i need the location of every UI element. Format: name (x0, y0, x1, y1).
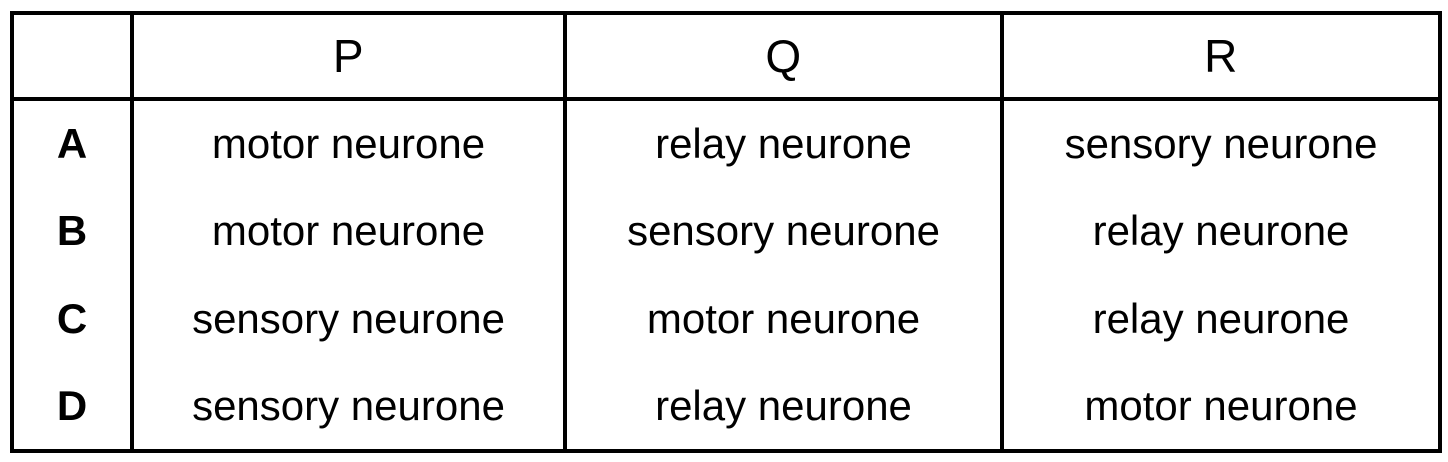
cell-a-q: relay neurone (563, 99, 1002, 187)
cell-c-q: motor neurone (563, 275, 1002, 363)
row-label-a: A (12, 99, 132, 187)
table-header: P Q R (12, 13, 1440, 101)
cell-b-q: sensory neurone (563, 187, 1002, 275)
table-row-b[interactable]: B motor neurone sensory neurone relay ne… (12, 187, 1440, 275)
cell-c-r: relay neurone (1000, 275, 1440, 363)
table-row-d[interactable]: D sensory neurone relay neurone motor ne… (12, 363, 1440, 451)
column-header-q: Q (563, 13, 1002, 101)
column-header-p: P (130, 13, 565, 101)
cell-c-p: sensory neurone (130, 275, 565, 363)
table-row-c[interactable]: C sensory neurone motor neurone relay ne… (12, 275, 1440, 363)
cell-a-r: sensory neurone (1000, 99, 1440, 187)
cell-a-p: motor neurone (130, 99, 565, 187)
header-row: P Q R (12, 13, 1440, 101)
cell-b-p: motor neurone (130, 187, 565, 275)
cell-d-r: motor neurone (1000, 363, 1440, 451)
row-label-d: D (12, 363, 132, 451)
column-header-r: R (1000, 13, 1440, 101)
row-label-c: C (12, 275, 132, 363)
cell-b-r: relay neurone (1000, 187, 1440, 275)
row-label-b: B (12, 187, 132, 275)
table-body: A motor neurone relay neurone sensory ne… (12, 99, 1440, 451)
table-corner-cell (12, 13, 132, 101)
neurone-options-table: P Q R A motor neurone relay neurone sens… (10, 11, 1442, 453)
cell-d-q: relay neurone (563, 363, 1002, 451)
table-row-a[interactable]: A motor neurone relay neurone sensory ne… (12, 99, 1440, 187)
cell-d-p: sensory neurone (130, 363, 565, 451)
